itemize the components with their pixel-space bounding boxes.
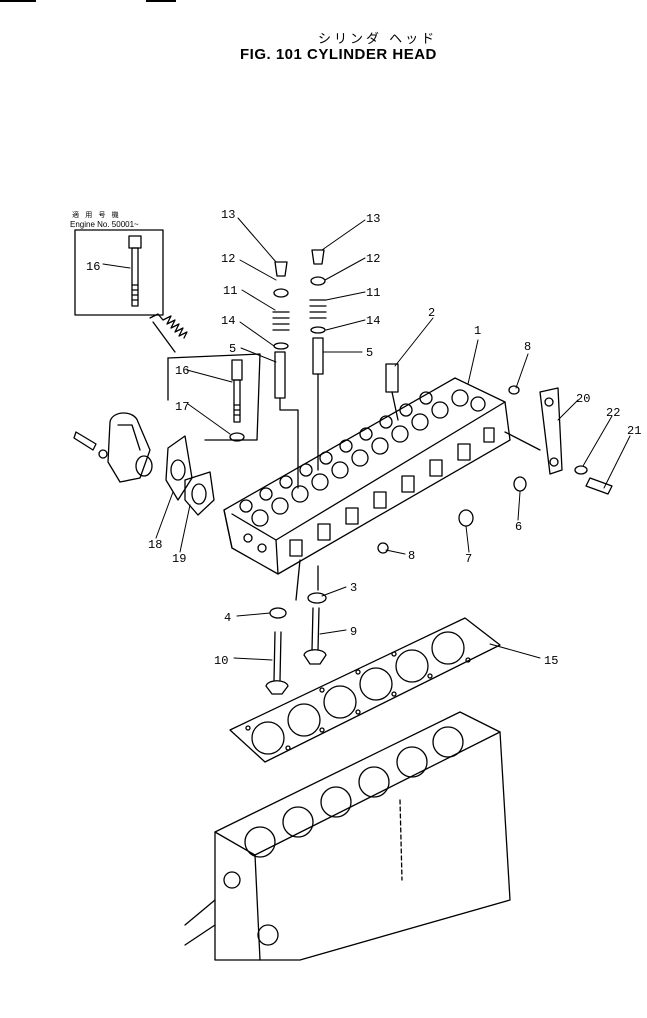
callout-6: 6: [515, 520, 522, 534]
thermostat-housing: [73, 412, 153, 483]
callout-7: 7: [465, 552, 472, 566]
callout-18: 18: [148, 538, 162, 552]
callout-8-bottom: 8: [408, 549, 415, 563]
lower-valves: [265, 559, 327, 695]
bolt-detail-frame: [167, 353, 261, 442]
callout-11-left: 11: [223, 284, 237, 298]
callout-numbers: 1 2 3 4 5 5 6 7 8 8 9 10 11 11 12 12 13 …: [86, 208, 641, 668]
callout-22: 22: [606, 406, 620, 420]
cylinder-block: [184, 711, 511, 961]
callout-17: 17: [175, 400, 189, 414]
cylinder-head-block: [223, 377, 511, 575]
callout-9: 9: [350, 625, 357, 639]
callout-16: 16: [175, 364, 189, 378]
callout-10: 10: [214, 654, 228, 668]
callout-3: 3: [350, 581, 357, 595]
callout-20: 20: [576, 392, 590, 406]
callout-13-right: 13: [366, 212, 380, 226]
water-outlet-gaskets: [165, 435, 215, 516]
callout-5-right: 5: [366, 346, 373, 360]
callout-14-left: 14: [221, 314, 235, 328]
valve-train-parts: [272, 249, 520, 489]
callout-19: 19: [172, 552, 186, 566]
callout-14-right: 14: [366, 314, 380, 328]
callout-1: 1: [474, 324, 481, 338]
lifting-bracket: [377, 387, 613, 554]
callout-4: 4: [224, 611, 231, 625]
figure-title: FIG. 101 CYLINDER HEAD: [240, 46, 437, 63]
engine-number-label: Engine No. 50001~: [70, 220, 139, 229]
callout-16-inset: 16: [86, 260, 100, 274]
callout-12-left: 12: [221, 252, 235, 266]
callout-2: 2: [428, 306, 435, 320]
leader-lines: [102, 217, 631, 661]
figure-title-japanese: シリンダ ヘッド: [318, 32, 438, 47]
head-gasket: [229, 617, 501, 763]
callout-12-right: 12: [366, 252, 380, 266]
callout-8-top: 8: [524, 340, 531, 354]
applicability-label-japanese: 適 用 号 機: [72, 211, 121, 219]
callout-5-left: 5: [229, 342, 236, 356]
detail-inset-box: [74, 229, 188, 353]
callout-15: 15: [544, 654, 558, 668]
callout-13-left: 13: [221, 208, 235, 222]
callout-21: 21: [627, 424, 641, 438]
callout-11-right: 11: [366, 286, 380, 300]
